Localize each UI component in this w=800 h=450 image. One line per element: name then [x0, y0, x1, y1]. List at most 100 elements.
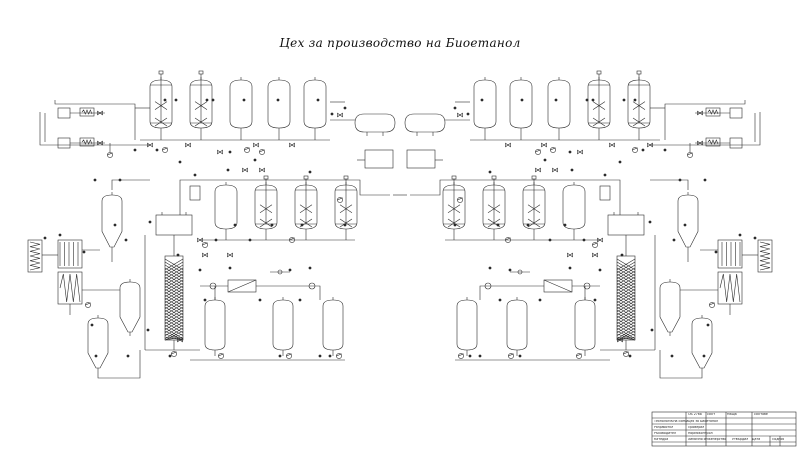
valve [567, 252, 573, 258]
valve [253, 142, 259, 148]
instrument [308, 282, 316, 290]
tag-dot [276, 98, 280, 102]
tag-dot [82, 250, 86, 254]
pump-arrow [107, 152, 113, 156]
packing [616, 330, 636, 341]
filter [57, 107, 71, 119]
valve [597, 237, 603, 243]
tag-dot [168, 354, 172, 358]
control-unit [364, 149, 394, 169]
cone-tank [677, 194, 699, 248]
filter [729, 137, 743, 149]
packing [616, 267, 636, 280]
tag-dot [203, 298, 207, 302]
tag-dot [163, 98, 167, 102]
tag-dot [316, 98, 320, 102]
coil-heater [27, 239, 43, 273]
storage-tank [456, 299, 478, 351]
fermenter [473, 79, 497, 129]
packing [164, 270, 184, 283]
impeller [259, 218, 273, 228]
impeller [447, 218, 461, 228]
pump-arrow [550, 147, 556, 151]
tag-dot [58, 233, 62, 237]
tag-dot [706, 323, 710, 327]
tag-dot [214, 238, 218, 242]
pump-arrow [218, 353, 224, 357]
column-head [607, 214, 645, 236]
tag-dot [205, 98, 209, 102]
tag-dot [585, 98, 589, 102]
packing [164, 327, 184, 340]
tag-dot [508, 268, 512, 272]
packing [164, 264, 184, 277]
packing [164, 276, 184, 289]
reactor [334, 184, 358, 230]
tag-dot [496, 223, 500, 227]
reactor [482, 184, 506, 230]
packing [164, 279, 184, 292]
reactor [627, 79, 651, 129]
valve [577, 149, 583, 155]
instrument [484, 282, 492, 290]
impeller [339, 204, 353, 214]
heat-exchanger [705, 137, 721, 147]
tag-dot [488, 266, 492, 270]
pump-arrow [286, 353, 292, 357]
tag-dot [308, 266, 312, 270]
impeller [632, 101, 646, 110]
pump-arrow [576, 353, 582, 357]
pump-arrow [85, 302, 91, 306]
packing [616, 315, 636, 328]
pipe [256, 285, 321, 300]
pump-arrow [336, 353, 342, 357]
pipe [479, 285, 544, 300]
tag-dot [591, 98, 595, 102]
tag-dot [270, 223, 274, 227]
tag-dot [650, 328, 654, 332]
pump-arrow [202, 242, 208, 246]
fermenter [547, 79, 571, 129]
tag-dot [548, 238, 552, 242]
cone-tank [101, 194, 123, 248]
tag-dot [714, 250, 718, 254]
title-block-line8: Химично инженерство [688, 438, 727, 441]
exchanger-coil [81, 109, 93, 115]
tag-dot [453, 223, 457, 227]
tag-dot [228, 150, 232, 154]
coil [29, 241, 41, 271]
agitator-motor [343, 175, 349, 180]
tag-dot [176, 253, 180, 257]
valve [505, 142, 511, 148]
tag-dot [518, 354, 522, 358]
reactor [522, 184, 546, 230]
tag-dot [113, 223, 117, 227]
evaporator [717, 239, 743, 269]
title-block-doc-number: ОБ 2768 [688, 413, 702, 416]
cone-tank [691, 317, 713, 369]
title-block-line10: Дата [752, 438, 761, 441]
tag-dot [300, 223, 304, 227]
tag-dot [603, 173, 607, 177]
tag-dot [683, 223, 687, 227]
title-block-line6: Нормоконтрол [688, 432, 713, 435]
tag-dot [90, 323, 94, 327]
fermenter [509, 79, 533, 129]
tag-dot [702, 354, 706, 358]
pump-arrow [289, 237, 295, 241]
exchanger-coil [707, 139, 719, 145]
exchanger-coil [719, 273, 741, 303]
packing [164, 267, 184, 280]
packing [164, 297, 184, 310]
control-unit [406, 149, 436, 169]
impeller [487, 204, 501, 214]
tag-dot [155, 148, 159, 152]
pipe [54, 100, 136, 140]
tag-dot [178, 160, 182, 164]
tag-dot [453, 106, 457, 110]
tag-dot [468, 354, 472, 358]
tag-dot [174, 98, 178, 102]
tag-dot [198, 268, 202, 272]
tag-dot [328, 354, 332, 358]
